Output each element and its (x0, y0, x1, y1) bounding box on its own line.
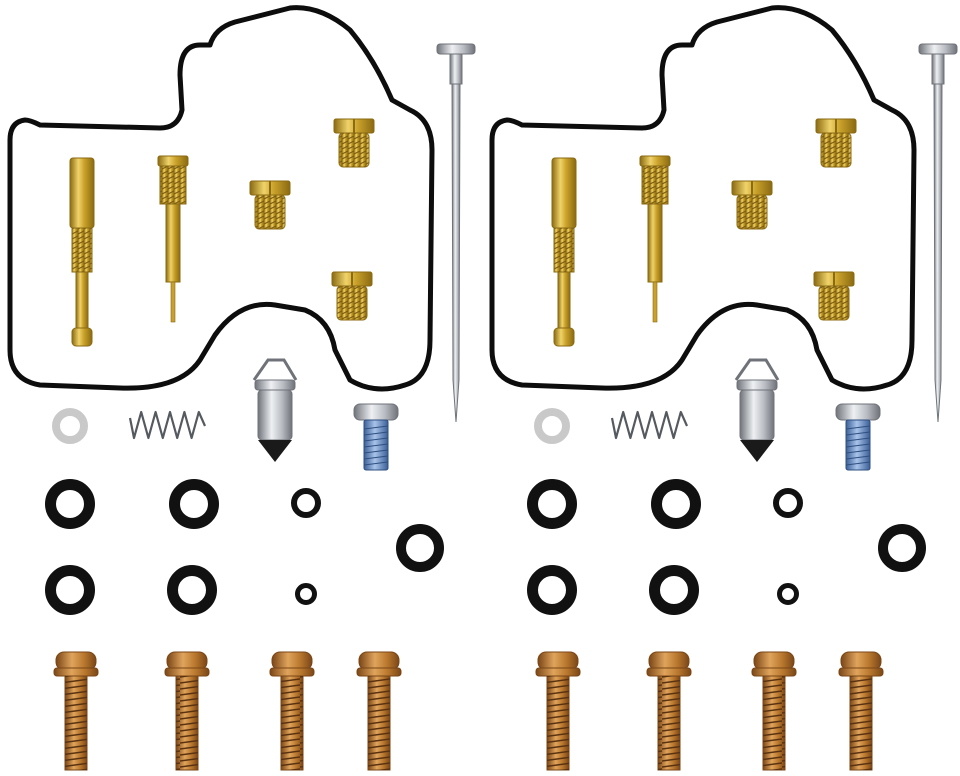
screw-icon (835, 403, 881, 471)
bolt-icon (751, 651, 797, 771)
o-ring-icon (773, 488, 803, 518)
o-ring-icon (649, 565, 699, 615)
o-ring-icon (291, 488, 321, 518)
o-ring-icon (651, 479, 701, 529)
spring-icon (610, 410, 689, 440)
o-ring-icon (777, 583, 799, 605)
needle-jet-icon (69, 157, 95, 347)
o-ring-icon (527, 565, 577, 615)
kit-group (489, 5, 958, 771)
bolt-icon (269, 651, 315, 771)
bolt-icon (53, 651, 99, 771)
needle-jet-icon (551, 157, 577, 347)
jet-needle-icon (918, 43, 958, 423)
pilot-jet-icon (157, 155, 189, 323)
float-valve-icon (252, 358, 298, 462)
jet-needle-icon (436, 43, 476, 423)
main-jet-icon (331, 271, 373, 321)
main-jet-icon (731, 180, 773, 230)
o-ring-icon (45, 479, 95, 529)
bolt-icon (838, 651, 884, 771)
o-ring-icon (527, 479, 577, 529)
spring-icon (128, 410, 207, 440)
o-ring-icon (169, 479, 219, 529)
bolt-icon (164, 651, 210, 771)
main-jet-icon (813, 271, 855, 321)
washer-icon (52, 408, 88, 444)
o-ring-icon (295, 583, 317, 605)
kit-group (7, 5, 476, 771)
pilot-jet-icon (639, 155, 671, 323)
float-valve-icon (734, 358, 780, 462)
main-jet-icon (333, 118, 375, 168)
bolt-icon (356, 651, 402, 771)
washer-icon (534, 408, 570, 444)
o-ring-icon (878, 524, 926, 572)
screw-icon (353, 403, 399, 471)
o-ring-icon (167, 565, 217, 615)
gasket-icon (489, 5, 917, 392)
main-jet-icon (249, 180, 291, 230)
main-jet-icon (815, 118, 857, 168)
o-ring-icon (45, 565, 95, 615)
bolt-icon (535, 651, 581, 771)
gasket-icon (7, 5, 435, 392)
bolt-icon (646, 651, 692, 771)
o-ring-icon (396, 524, 444, 572)
